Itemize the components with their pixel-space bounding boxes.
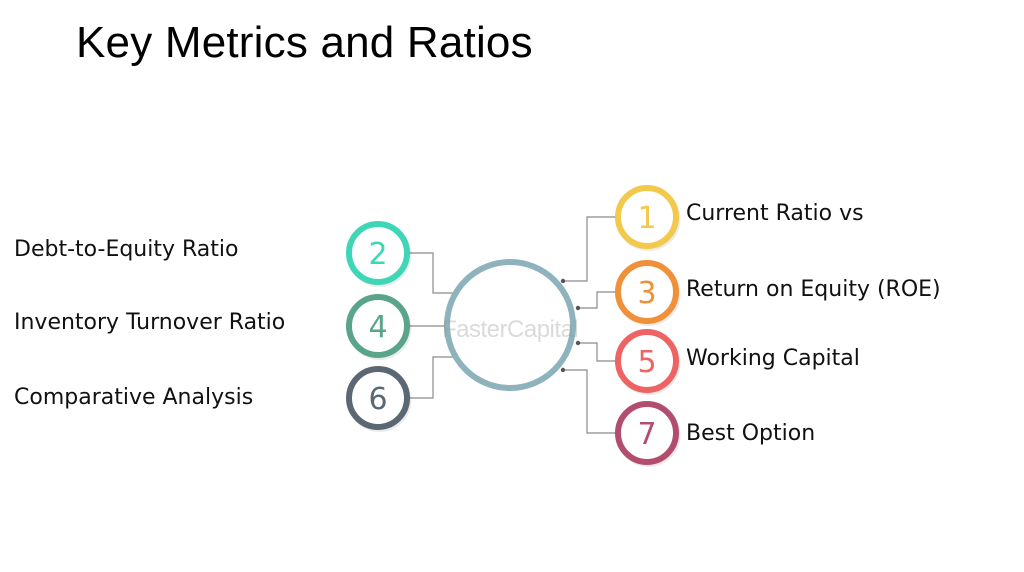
node-ring	[615, 260, 679, 324]
node-number: 4	[368, 310, 387, 345]
metric-node-2: 2	[346, 221, 412, 287]
node-ring	[615, 401, 679, 465]
metric-node-3: 3	[615, 260, 681, 326]
page-title: Key Metrics and Ratios	[76, 18, 533, 67]
connector-line-7	[563, 369, 617, 434]
metric-label-4: Inventory Turnover Ratio	[14, 310, 286, 335]
center-circle	[444, 259, 576, 391]
metric-label-6: Comparative Analysis	[14, 385, 254, 410]
node-ring	[346, 366, 410, 430]
metric-node-7: 7	[615, 401, 681, 467]
metric-node-4: 4	[346, 294, 412, 360]
node-ring	[615, 185, 679, 249]
metric-label-7: Best Option	[686, 421, 816, 446]
connector-line-1	[563, 216, 617, 282]
connector-line-6	[408, 356, 455, 399]
metric-label-3: Return on Equity (ROE)	[686, 277, 941, 302]
node-number: 6	[368, 382, 387, 417]
connector-dot	[575, 305, 581, 311]
node-ring	[615, 329, 679, 393]
watermark: FasterCapital	[442, 316, 579, 343]
node-ring	[346, 294, 410, 358]
node-number: 1	[637, 201, 656, 236]
node-number: 5	[637, 345, 656, 380]
metric-node-6: 6	[346, 366, 412, 432]
metric-node-1: 1	[615, 185, 681, 251]
connector-dot	[560, 367, 566, 373]
connector-line-2	[408, 252, 455, 294]
node-ring	[346, 221, 410, 285]
metric-nodes: 1 2 3 4 5 6 7	[346, 185, 681, 467]
connector-line-3	[578, 291, 617, 309]
node-number: 2	[368, 237, 387, 272]
connector-line-5	[578, 342, 617, 362]
connector-dot	[560, 278, 566, 284]
node-number: 3	[637, 276, 656, 311]
metric-label-5: Working Capital	[686, 346, 860, 371]
node-number: 7	[637, 417, 656, 452]
metric-node-5: 5	[615, 329, 681, 395]
connector-dot	[575, 340, 581, 346]
metric-label-2: Debt-to-Equity Ratio	[14, 237, 239, 262]
metric-label-1: Current Ratio vs	[686, 201, 864, 226]
